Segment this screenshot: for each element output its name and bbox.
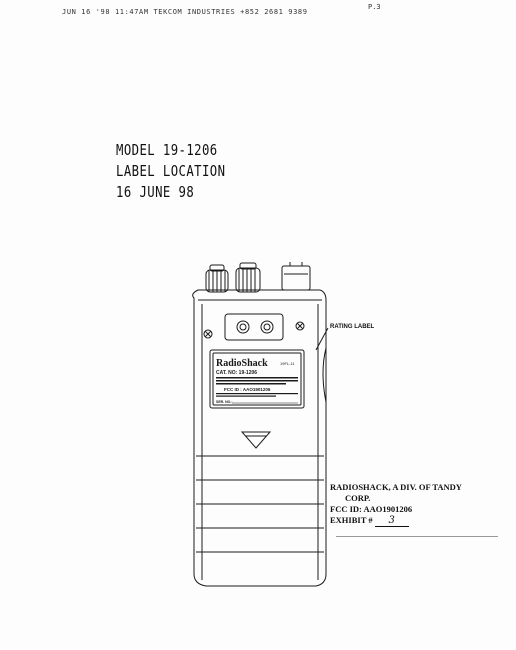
stamp-company: RADIOSHACK, A DIV. OF TANDY bbox=[330, 482, 462, 492]
radio-drawing: RadioShack 19FL-11 CAT. NO: 19-1206 FCC … bbox=[192, 262, 329, 587]
battery-latch bbox=[240, 431, 272, 449]
stamp-rule bbox=[336, 536, 498, 537]
date-line: 16 JUNE 98 bbox=[116, 183, 195, 201]
radio-body bbox=[192, 289, 327, 587]
rating-label-callout: RATING LABEL bbox=[330, 324, 375, 330]
stamp-exhibit: EXHIBIT # 3 bbox=[330, 515, 462, 527]
exhibit-label: EXHIBIT # bbox=[330, 515, 373, 525]
label-model-code: 19FL-11 bbox=[280, 361, 295, 366]
knob-right bbox=[235, 262, 261, 293]
screw-left bbox=[203, 329, 213, 339]
label-location-line: LABEL LOCATION bbox=[116, 162, 226, 180]
stamp-fcc-id: FCC ID: AAO1901206 bbox=[330, 504, 413, 514]
rating-label bbox=[209, 349, 305, 409]
fcc-stamp: RADIOSHACK, A DIV. OF TANDY CORP. FCC ID… bbox=[330, 482, 462, 527]
label-serial: SER. NO.: bbox=[216, 400, 233, 404]
stamp-corp: CORP. bbox=[345, 493, 371, 503]
title-block: MODEL 19-1206 LABEL LOCATION 16 JUNE 98 bbox=[116, 140, 225, 203]
screw-right bbox=[295, 321, 305, 331]
antenna-connector bbox=[281, 262, 311, 291]
label-brand: RadioShack bbox=[216, 358, 268, 369]
fax-header: JUN 16 '98 11:47AM TEKCOM INDUSTRIES +85… bbox=[62, 8, 308, 16]
exhibit-number: 3 bbox=[374, 516, 409, 527]
label-fcc-id: FCC ID : AAO1901206 bbox=[224, 387, 271, 392]
model-line: MODEL 19-1206 bbox=[116, 141, 218, 159]
knob-left bbox=[205, 264, 229, 293]
page-number: P.3 bbox=[368, 3, 381, 11]
speaker-panel bbox=[224, 313, 284, 341]
label-cat-no: CAT. NO: 19-1206 bbox=[216, 370, 257, 376]
